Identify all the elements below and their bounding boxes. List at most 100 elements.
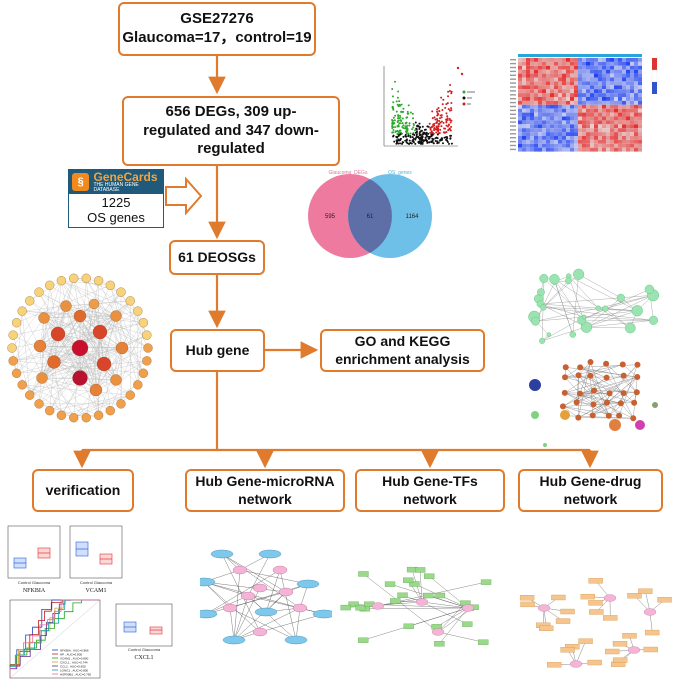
heatmap-row-label (510, 144, 516, 147)
tf-edge (439, 607, 469, 644)
kegg-edge (593, 393, 610, 405)
volcano-point (437, 107, 440, 110)
heatmap-cell (630, 61, 634, 66)
boxplot-vcam1: Control Glaucoma VCAM1 (69, 525, 123, 594)
heatmap-cell (594, 139, 598, 144)
heatmap-cell (582, 73, 586, 78)
heatmap-cell (634, 77, 638, 82)
heatmap-cell (626, 65, 630, 70)
volcano-point (416, 124, 419, 127)
heatmap-cell (558, 108, 562, 113)
volcano-point (420, 140, 423, 143)
kegg-node (603, 374, 610, 381)
drug-line-1: Hub Gene-drug (539, 473, 642, 489)
ppi-edge (43, 317, 55, 363)
ppi-edge (39, 278, 74, 347)
heatmap-cell (538, 85, 542, 90)
heatmap-cell (618, 139, 622, 144)
heatmap-cell (622, 89, 626, 94)
ppi-edge (120, 373, 144, 404)
ppi-node (138, 318, 149, 328)
dna-icon: § (72, 172, 90, 191)
heatmap-cell (538, 136, 542, 140)
heatmap-cell (574, 143, 578, 148)
degs-line-3: regulated (197, 140, 265, 158)
volcano-point (446, 118, 449, 121)
heatmap-cell (590, 124, 594, 129)
heatmap-cell (598, 65, 602, 70)
kegg-node (591, 387, 598, 394)
heatmap-cell (526, 61, 530, 66)
go-edge (535, 308, 599, 322)
hub-gene-node (643, 608, 657, 616)
heatmap-cell (602, 89, 606, 94)
venn-left-only: 595 (325, 214, 336, 220)
heatmap-cell (602, 147, 606, 152)
volcano-point (409, 135, 412, 138)
volcano-point (402, 135, 405, 138)
volcano-point (397, 105, 400, 108)
heatmap-cell (574, 147, 578, 152)
tfs-line-2: network (403, 490, 457, 507)
ppi-node (105, 406, 115, 416)
heatmap-cell (626, 132, 630, 136)
heatmap-cell (570, 116, 574, 121)
ppi-node (93, 410, 104, 420)
heatmap-cell (630, 65, 634, 70)
heatmap-cell (606, 104, 610, 109)
volcano-point (397, 132, 400, 135)
mirna-edge (229, 607, 235, 641)
ppi-edge (22, 311, 30, 396)
heatmap-cell (594, 85, 598, 90)
heatmap-cell (638, 65, 642, 70)
hub-gene-node (240, 591, 256, 601)
tf-edge (421, 601, 468, 625)
heatmap-cell (566, 128, 570, 133)
volcano-point (395, 139, 398, 142)
volcano-point (432, 132, 435, 135)
volcano-point (415, 127, 418, 130)
volcano-point (449, 83, 452, 86)
heatmap-cell (610, 77, 614, 82)
ppi-edge (73, 278, 81, 317)
heatmap-cell (558, 124, 562, 129)
heatmap-cell (526, 139, 530, 144)
heatmap-cell (530, 143, 534, 148)
roc-legend-label: NFKBIA , AUC=0.866 (60, 648, 89, 652)
go-node (549, 274, 560, 285)
volcano-point (411, 128, 414, 131)
heatmap-cell (610, 136, 614, 140)
heatmap-cell (558, 97, 562, 101)
heatmap-cell (634, 147, 638, 152)
heatmap-cell (554, 89, 558, 94)
ppi-node (142, 330, 152, 340)
volcano-point (423, 128, 426, 131)
heatmap-cell (610, 69, 614, 74)
heatmap-cell (590, 147, 594, 152)
ppi-edge (65, 305, 117, 317)
heatmap-cell (610, 61, 614, 66)
heatmap-cell (562, 147, 566, 152)
heatmap-cell (594, 77, 598, 82)
heatmap-cell (602, 116, 606, 121)
heatmap-cell (582, 112, 586, 117)
mirna-edge (203, 581, 231, 609)
heatmap-cell (586, 104, 590, 109)
heatmap-cell (526, 128, 530, 133)
heatmap-cell (634, 132, 638, 136)
volcano-point (401, 125, 404, 128)
heatmap-cell (562, 143, 566, 148)
heatmap-row-label (510, 105, 516, 108)
volcano-point (397, 138, 400, 141)
go-node (569, 331, 576, 338)
heatmap-cell (598, 147, 602, 152)
volcano-point (395, 110, 398, 113)
heatmap-cell (602, 104, 606, 109)
drug-node (588, 600, 603, 606)
heatmap-cell (522, 77, 526, 82)
mirna-edge (295, 607, 301, 641)
heatmap-cell (522, 65, 526, 70)
heatmap-cell (626, 104, 630, 109)
heatmap-cell (554, 65, 558, 70)
heatmap-cell (622, 139, 626, 144)
